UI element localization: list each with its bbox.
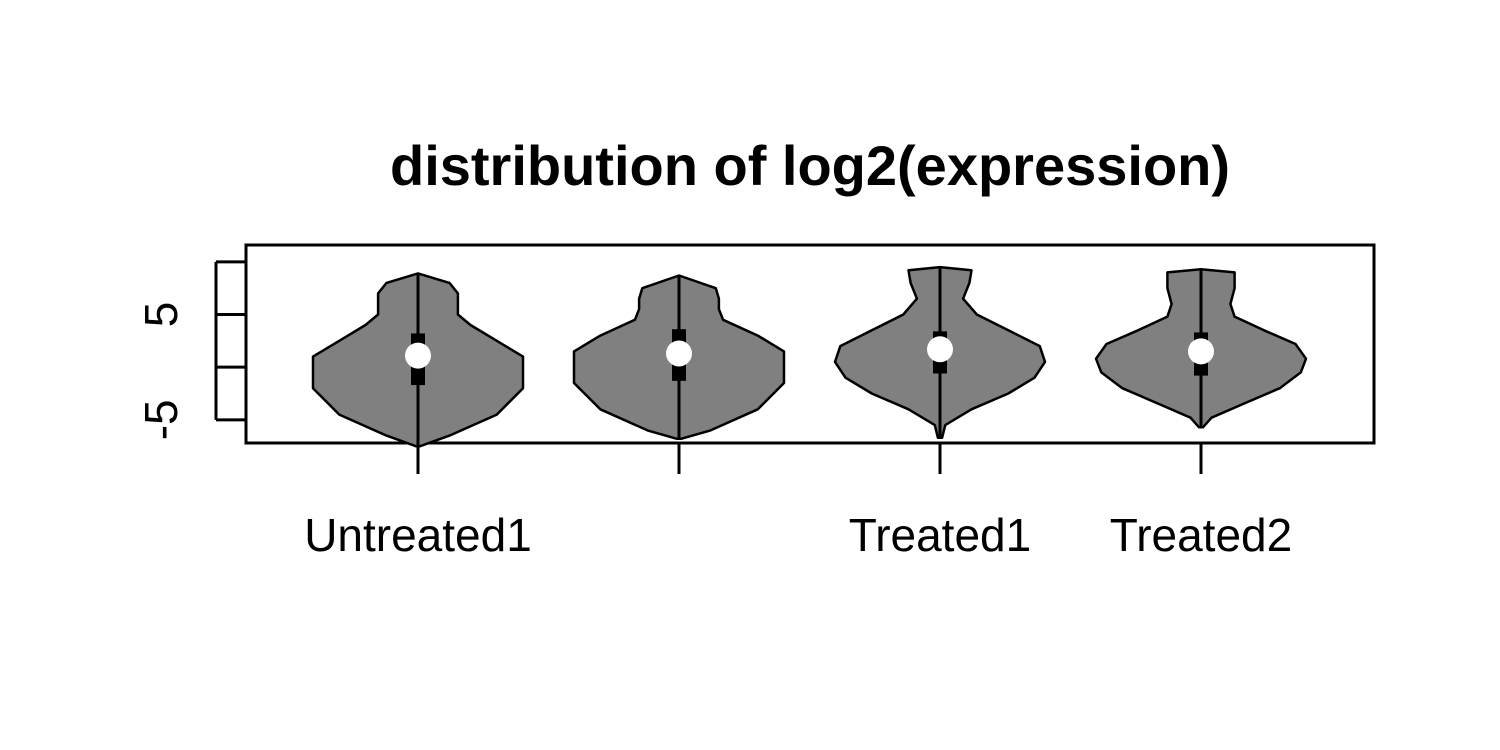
y-axis: -5 5 (135, 260, 246, 440)
x-tick-label: Treated1 (849, 509, 1031, 561)
violin-median-point (666, 340, 692, 367)
y-tick-label: 5 (135, 302, 187, 328)
chart-title: distribution of log2(expression) (390, 134, 1230, 197)
x-tick-label: Treated2 (1110, 509, 1292, 561)
y-tick-label: -5 (135, 399, 187, 440)
violin-median-point (927, 336, 953, 363)
violins (311, 265, 1308, 448)
x-axis: Untreated1 Treated1 Treated2 (304, 443, 1292, 561)
plot-area-frame (244, 243, 1376, 445)
x-tick-label: Untreated1 (304, 509, 532, 561)
violin-median-point (1188, 338, 1214, 365)
violin-median-point (405, 342, 431, 369)
